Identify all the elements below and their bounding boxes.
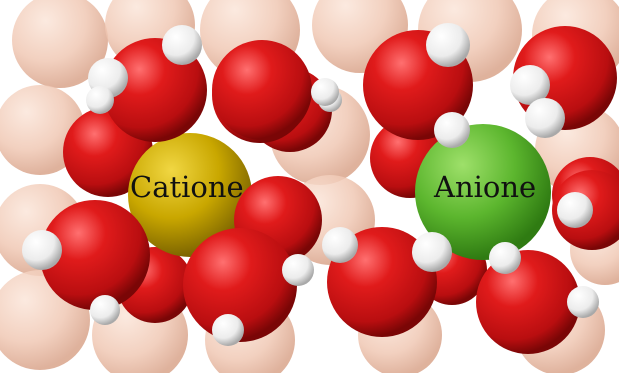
cation-label: Catione [130,170,244,204]
cation-water-shell-front [22,25,339,346]
cation-sphere [128,133,252,257]
anion-water-shell-front [322,23,619,354]
anion-sphere [415,124,551,260]
anion-label: Anione [433,170,536,204]
